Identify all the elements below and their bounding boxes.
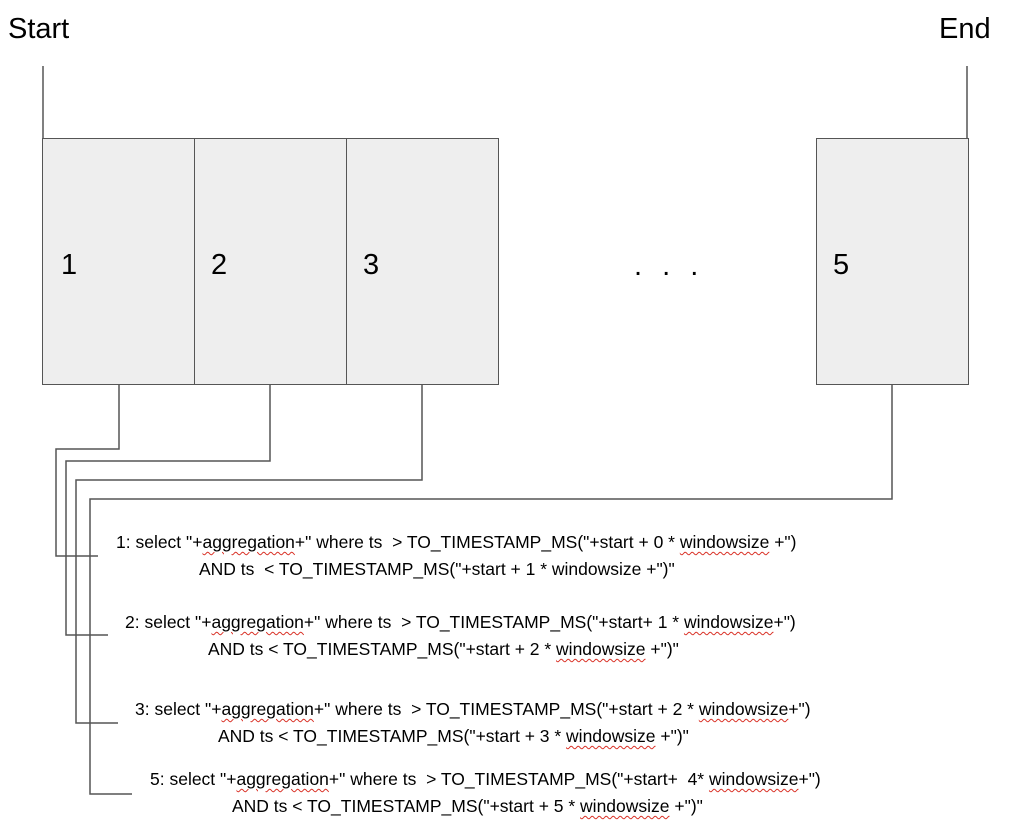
query-3-line-2: AND ts < TO_TIMESTAMP_MS("+start + 3 * w… <box>218 726 689 746</box>
query-3-line-1: 3: select "+aggregation+" where ts > TO_… <box>135 699 811 719</box>
window-number: 2 <box>211 249 228 281</box>
connector-box-3 <box>75 384 423 724</box>
ellipsis: . . . <box>634 250 705 282</box>
end-label: End <box>939 13 991 45</box>
window-box-1: 1 <box>42 138 195 385</box>
connector-box-5 <box>89 384 893 795</box>
query-2-line-1: 2: select "+aggregation+" where ts > TO_… <box>125 612 796 632</box>
window-box-3: 3 <box>346 138 499 385</box>
window-number: 3 <box>363 249 380 281</box>
window-box-2: 2 <box>194 138 347 385</box>
start-label: Start <box>8 13 70 45</box>
window-number: 1 <box>61 249 78 281</box>
window-number: 5 <box>833 249 850 281</box>
window-box-5: 5 <box>816 138 969 385</box>
connector-box-1 <box>55 384 120 557</box>
query-1-line-1: 1: select "+aggregation+" where ts > TO_… <box>116 532 797 552</box>
query-1-line-2: AND ts < TO_TIMESTAMP_MS("+start + 1 * w… <box>199 559 675 579</box>
connector-box-2 <box>65 384 271 636</box>
query-5-line-2: AND ts < TO_TIMESTAMP_MS("+start + 5 * w… <box>232 796 703 816</box>
query-2-line-2: AND ts < TO_TIMESTAMP_MS("+start + 2 * w… <box>208 639 679 659</box>
query-5-line-1: 5: select "+aggregation+" where ts > TO_… <box>150 769 821 789</box>
